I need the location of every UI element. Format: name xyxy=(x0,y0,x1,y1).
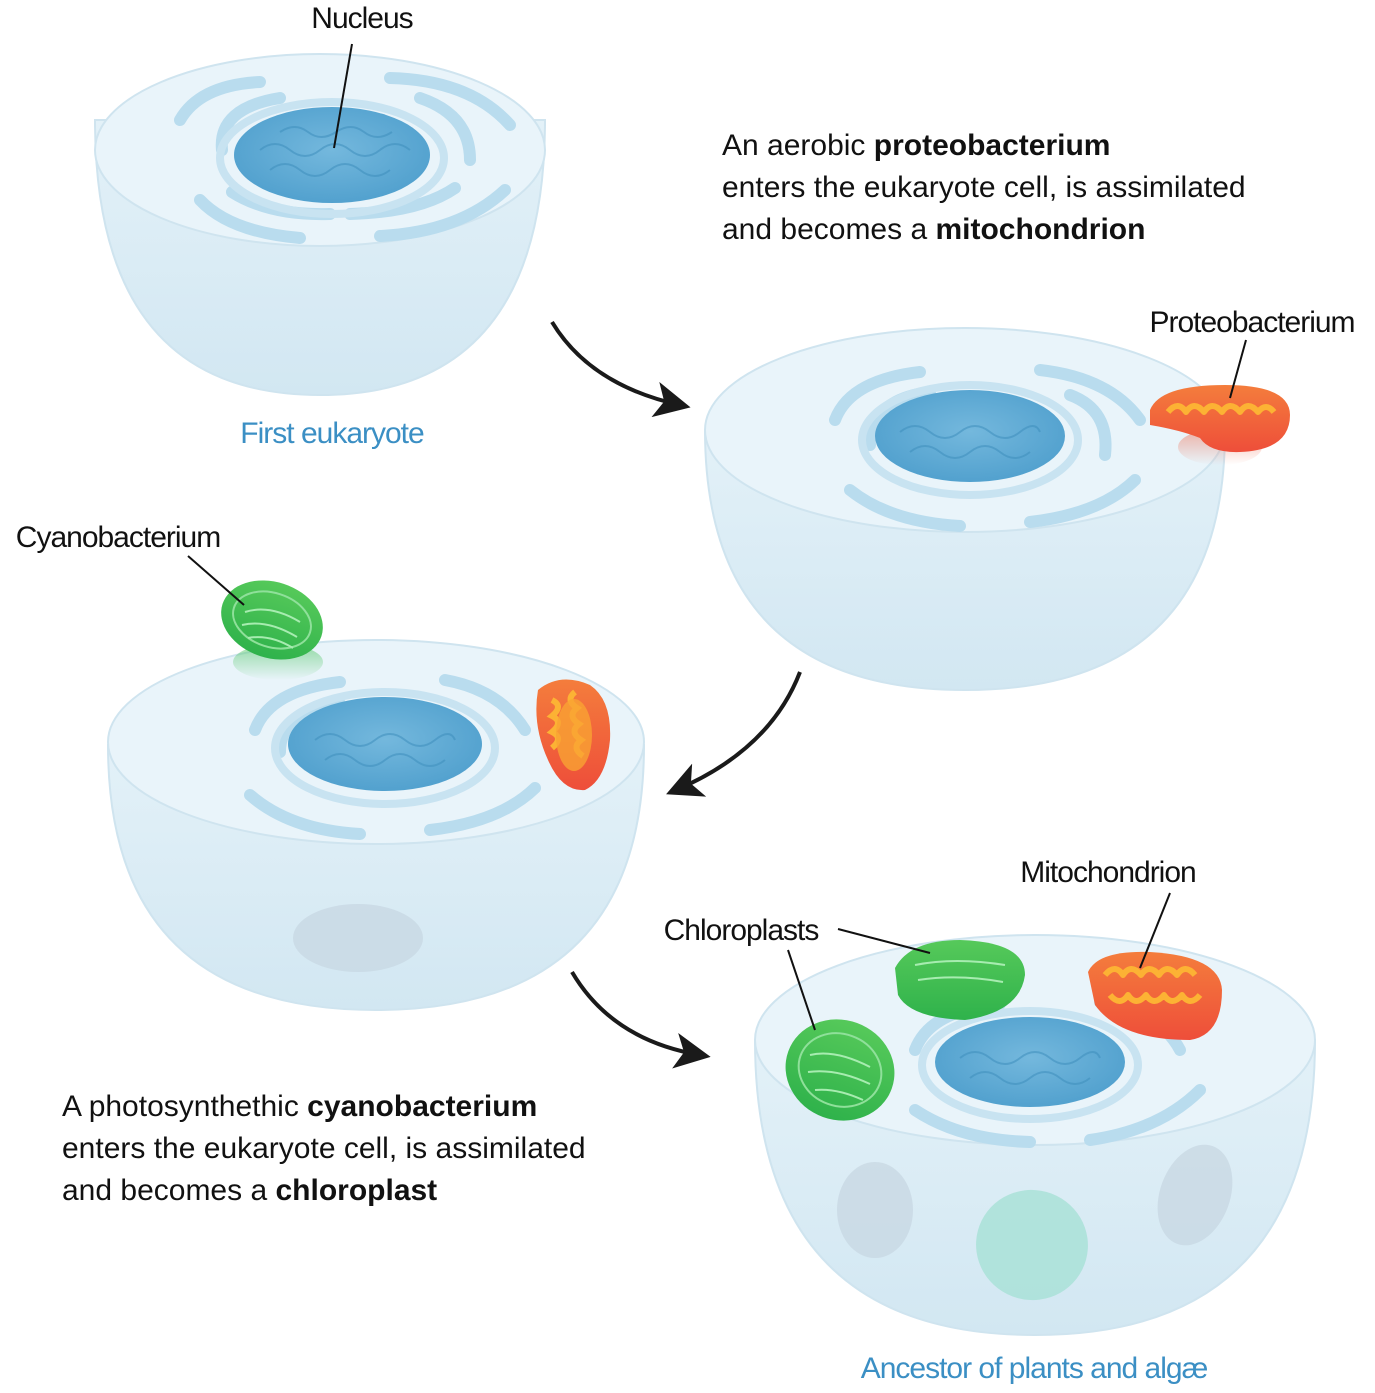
chloroplasts-leader-line-top xyxy=(837,928,931,954)
cristae xyxy=(1165,403,1277,415)
cell-with-cyanobacterium xyxy=(106,580,646,1012)
chromatin xyxy=(959,1051,1101,1085)
thylakoids xyxy=(807,1052,871,1101)
photosynthetic-line-2: enters the eukaryote cell, is assimilate… xyxy=(62,1132,586,1165)
vacuole xyxy=(837,1162,913,1258)
vacuole xyxy=(293,904,423,972)
mitochondrion-label: Mitochondrion xyxy=(1020,856,1195,889)
nucleus xyxy=(875,390,1065,482)
vacuole xyxy=(1157,1144,1233,1246)
cyanobacterium-label-group: Cyanobacterium xyxy=(16,521,245,606)
nucleus-label: Nucleus xyxy=(311,2,412,35)
photosynthetic-line-1: A photosynthethic cyanobacterium xyxy=(62,1090,537,1123)
arrow-step-2 xyxy=(666,671,802,797)
photosynthetic-line-3: and becomes a chloroplast xyxy=(62,1174,437,1207)
nucleus-envelope xyxy=(271,688,499,808)
caption-first-eukaryote: First eukaryote xyxy=(240,417,424,450)
nucleus xyxy=(288,697,482,791)
proteobacterium-leader-line xyxy=(1229,339,1247,399)
chromatin xyxy=(314,733,456,767)
chloroplasts-label: Chloroplasts xyxy=(664,914,819,947)
mitochondrion-label-group: Mitochondrion xyxy=(1020,856,1197,969)
aerobic-line-1: An aerobic proteobacterium xyxy=(722,129,1110,162)
proteobacterium-label-group: Proteobacterium xyxy=(1149,306,1356,399)
arrow-step-1 xyxy=(550,320,691,418)
aerobic-description: An aerobic proteobacterium enters the eu… xyxy=(722,129,1246,246)
nucleus-envelope xyxy=(216,98,448,218)
nucleus xyxy=(935,1017,1125,1107)
thylakoids xyxy=(914,960,1006,983)
mitochondrion xyxy=(536,679,611,791)
aerobic-line-3: and becomes a mitochondrion xyxy=(722,213,1145,246)
chloroplast-side xyxy=(785,1019,895,1121)
nucleus-envelope xyxy=(858,381,1082,499)
cyanobacterium-label: Cyanobacterium xyxy=(16,521,220,554)
cyanobacterium-leader-line xyxy=(187,555,245,606)
photosynthetic-description: A photosynthethic cyanobacterium enters … xyxy=(62,1090,586,1207)
chromatin xyxy=(899,425,1041,459)
proteobacterium-label: Proteobacterium xyxy=(1149,306,1354,339)
cyanobacterium xyxy=(221,580,323,680)
chloroplasts-leader-line-side xyxy=(787,949,816,1031)
arrow-step-3 xyxy=(570,970,711,1069)
vacuole-green xyxy=(976,1189,1088,1301)
proteobacterium xyxy=(1150,385,1290,465)
caption-ancestor: Ancestor of plants and algæ xyxy=(861,1352,1208,1385)
nucleus-label-group: Nucleus xyxy=(311,2,414,149)
thylakoids xyxy=(241,608,301,649)
aerobic-line-2: enters the eukaryote cell, is assimilate… xyxy=(722,171,1246,204)
mitochondrion xyxy=(1088,951,1222,1040)
chloroplasts-label-group: Chloroplasts xyxy=(664,914,931,1031)
nucleus-envelope xyxy=(918,1007,1142,1123)
nucleus-leader-line xyxy=(333,43,353,149)
cell-with-proteobacterium xyxy=(703,327,1290,692)
chloroplast-top xyxy=(895,940,1025,1020)
cristae xyxy=(1102,966,1198,978)
nucleus xyxy=(234,107,430,203)
mitochondrion-leader-line xyxy=(1139,892,1171,969)
cell-first-eukaryote xyxy=(93,53,547,397)
cell-ancestor-plants-algae xyxy=(753,934,1317,1337)
